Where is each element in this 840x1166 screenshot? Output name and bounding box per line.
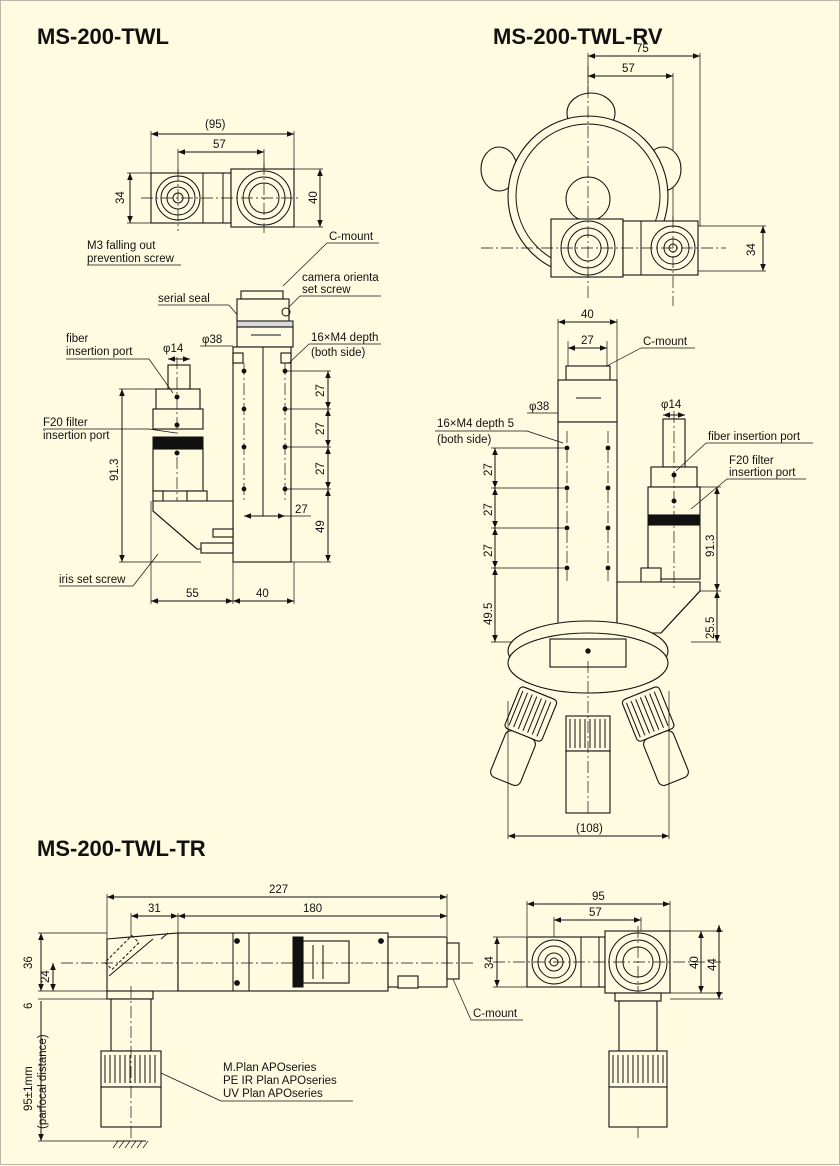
title-twl: MS-200-TWL (37, 24, 169, 49)
twl-label-fiber-1: fiber (66, 333, 89, 345)
twl-label-serial-seal: serial seal (158, 293, 210, 305)
title-tr: MS-200-TWL-TR (37, 836, 206, 861)
twl-label-m3-2: prevention screw (87, 253, 175, 265)
twl-label-camera-2: set screw (302, 284, 351, 296)
rv-side-view: 40 27 C-mount φ38 16×M4 depth 5 (both si… (435, 309, 813, 839)
twl-dim-phi14: φ14 (163, 343, 184, 355)
tr-dim-40: 40 (689, 956, 701, 969)
tr-front-view: 95 57 34 40 44 (484, 891, 723, 1141)
twl-dim-34: 34 (115, 191, 127, 204)
tr-side-view: 227 31 180 (23, 884, 523, 1149)
twl-dim-pitch3: 27 (315, 462, 327, 475)
tr-label-obj2: PE IR Plan APOseries (223, 1075, 337, 1087)
rv-label-fiber: fiber insertion port (708, 431, 801, 443)
tr-dim-31: 31 (148, 903, 161, 915)
twl-dim-bottom: 49 (315, 520, 327, 533)
rv-dim-75: 75 (636, 43, 649, 55)
rv-dim-phi14: φ14 (661, 399, 682, 411)
tr-dim-6: 6 (23, 1003, 35, 1009)
twl-label-m4-1: 16×M4 depth (311, 332, 378, 344)
twl-dim-pitch2: 27 (315, 422, 327, 435)
twl-dim-width-right: 40 (256, 588, 269, 600)
rv-dim-40: 40 (581, 309, 594, 321)
rv-dim-34: 34 (746, 243, 758, 256)
twl-label-camera-1: camera orienta (302, 272, 379, 284)
twl-label-m3-1: M3 falling out (87, 240, 156, 252)
rv-dim-overall: 91.3 (705, 535, 717, 557)
rv-label-m4-2: (both side) (437, 434, 492, 446)
rv-dim-57: 57 (622, 63, 635, 75)
title-rv: MS-200-TWL-RV (493, 24, 663, 49)
twl-dim-overall: 91.3 (109, 459, 121, 481)
twl-dim-40: 40 (308, 191, 320, 204)
rv-label-f20-2: insertion port (729, 467, 796, 479)
rv-top-view: 75 57 34 (480, 43, 766, 306)
twl-label-cmount: C-mount (329, 231, 374, 243)
twl-dim-pitch1: 27 (315, 384, 327, 397)
tr-dim-57: 57 (589, 907, 602, 919)
tr-dim-95: 95 (592, 891, 605, 903)
tr-dim-180: 180 (303, 903, 322, 915)
rv-dim-108: (108) (576, 823, 603, 835)
twl-side-view: φ38 φ14 16×M4 depth (both side) fiber in… (43, 290, 381, 604)
twl-dim-95: (95) (205, 119, 226, 131)
twl-label-m4-2: (both side) (311, 347, 366, 359)
rv-label-m4-1: 16×M4 depth 5 (437, 418, 514, 430)
twl-dim-phi38: φ38 (202, 334, 222, 346)
rv-label-cmount: C-mount (643, 336, 688, 348)
twl-dim-57: 57 (213, 139, 226, 151)
tr-label-obj3: UV Plan APOseries (223, 1088, 323, 1100)
rv-dim-p3: 27 (483, 544, 495, 557)
twl-label-f20-2: insertion port (43, 430, 110, 442)
rv-dim-25-5: 25.5 (705, 617, 717, 639)
twl-dim-width-left: 55 (186, 588, 199, 600)
tr-dim-parfocal-2: (parfocal distance) (37, 1034, 49, 1129)
tr-dim-24: 24 (40, 970, 52, 983)
twl-label-fiber-2: insertion port (66, 346, 133, 358)
twl-top-view: (95) 57 34 40 (115, 119, 323, 233)
tr-dim-227: 227 (269, 884, 288, 896)
tr-dim-44: 44 (707, 958, 719, 971)
rv-label-f20-1: F20 filter (729, 455, 774, 467)
rv-dim-27-top: 27 (581, 335, 594, 347)
twl-label-f20-1: F20 filter (43, 417, 88, 429)
twl-label-iris: iris set screw (59, 574, 126, 586)
rv-dim-p1: 27 (483, 463, 495, 476)
tr-label-cmount: C-mount (473, 1008, 518, 1020)
rv-dim-bottom: 49.5 (483, 603, 495, 625)
rv-dim-phi38: φ38 (529, 401, 549, 413)
tr-dim-parfocal-1: 95±1mm (23, 1066, 35, 1111)
twl-dim-offset: 27 (295, 504, 308, 516)
tr-label-obj1: M.Plan APOseries (223, 1062, 317, 1074)
tr-dim-36: 36 (23, 956, 35, 969)
rv-dim-p2: 27 (483, 503, 495, 516)
tr-dim-34: 34 (484, 956, 496, 969)
